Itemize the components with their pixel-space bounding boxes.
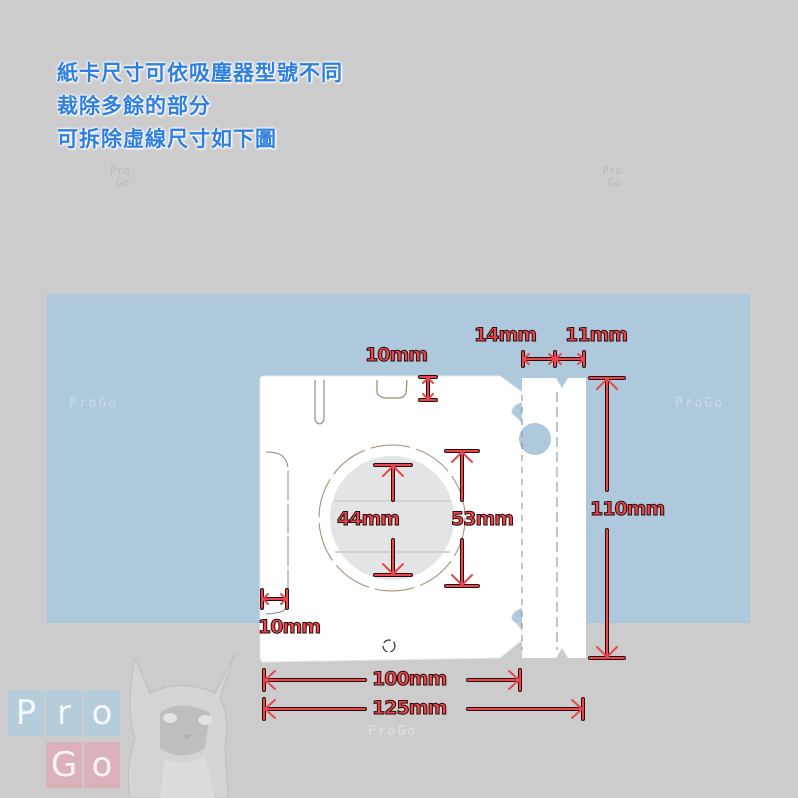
dim-label-left-margin: 10mm (257, 616, 321, 639)
instruction-caption: 紙卡尺寸可依吸塵器型號不同 裁除多餘的部分 可拆除虛線尺寸如下圖 (57, 57, 343, 156)
cat-mascot-icon (127, 652, 236, 798)
watermark-bag-right: ProGo (675, 396, 725, 411)
watermark-bag-left: ProGo (69, 396, 119, 411)
caption-line-1: 紙卡尺寸可依吸塵器型號不同 (57, 61, 343, 85)
caption-line-3: 可拆除虛線尺寸如下圖 (57, 127, 277, 151)
progo-logo: P r o G o (8, 690, 120, 798)
dim-label-card-height: 110mm (589, 498, 665, 521)
dim-label-top-notch: 10mm (364, 344, 428, 367)
dim-label-tab-left: 14mm (473, 324, 537, 347)
dim-label-main-width: 100mm (371, 668, 447, 691)
caption-line-2: 裁除多餘的部分 (57, 94, 211, 118)
dim-label-total-width: 125mm (371, 697, 447, 720)
dim-label-outer-ring: 53mm (450, 508, 514, 531)
watermark-bottom: ProGo (368, 724, 418, 739)
dim-label-inner-hole: 44mm (336, 508, 400, 531)
dim-label-tab-right: 11mm (564, 324, 628, 347)
